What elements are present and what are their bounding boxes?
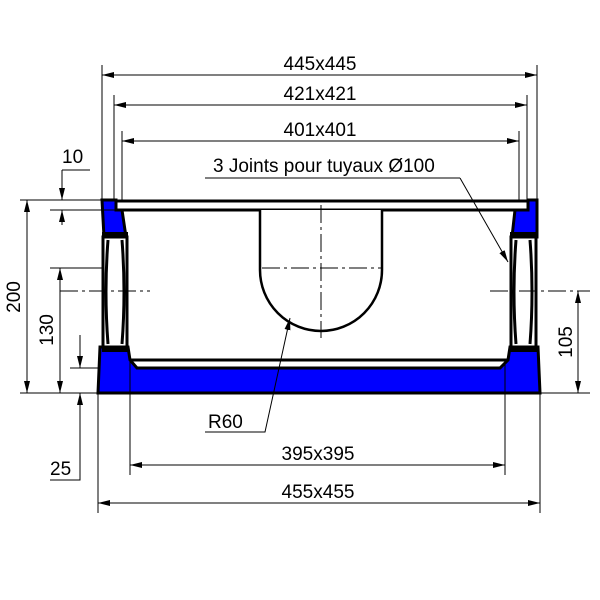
dimension-lines [24, 72, 581, 506]
extension-lines [20, 65, 590, 513]
dim-lid: 401x401 [284, 120, 357, 141]
dim-outer-top: 445x445 [284, 54, 357, 75]
dim-inner-top: 421x421 [284, 84, 357, 105]
dim-floor: 25 [50, 459, 71, 480]
dim-right-axis: 105 [556, 326, 577, 358]
channel-body [96, 198, 542, 395]
lid [114, 199, 530, 212]
dim-pipe-axis: 130 [37, 314, 58, 346]
floor [96, 345, 542, 395]
dim-bottom-outer: 455x455 [282, 482, 355, 503]
dim-lid-thickness: 10 [62, 147, 83, 168]
dim-radius: R60 [208, 412, 243, 433]
joints-annotation: 3 Joints pour tuyaux Ø100 [213, 156, 435, 177]
dim-bottom-inner: 395x395 [282, 444, 355, 465]
dim-height: 200 [4, 281, 25, 313]
centerlines [60, 205, 590, 338]
